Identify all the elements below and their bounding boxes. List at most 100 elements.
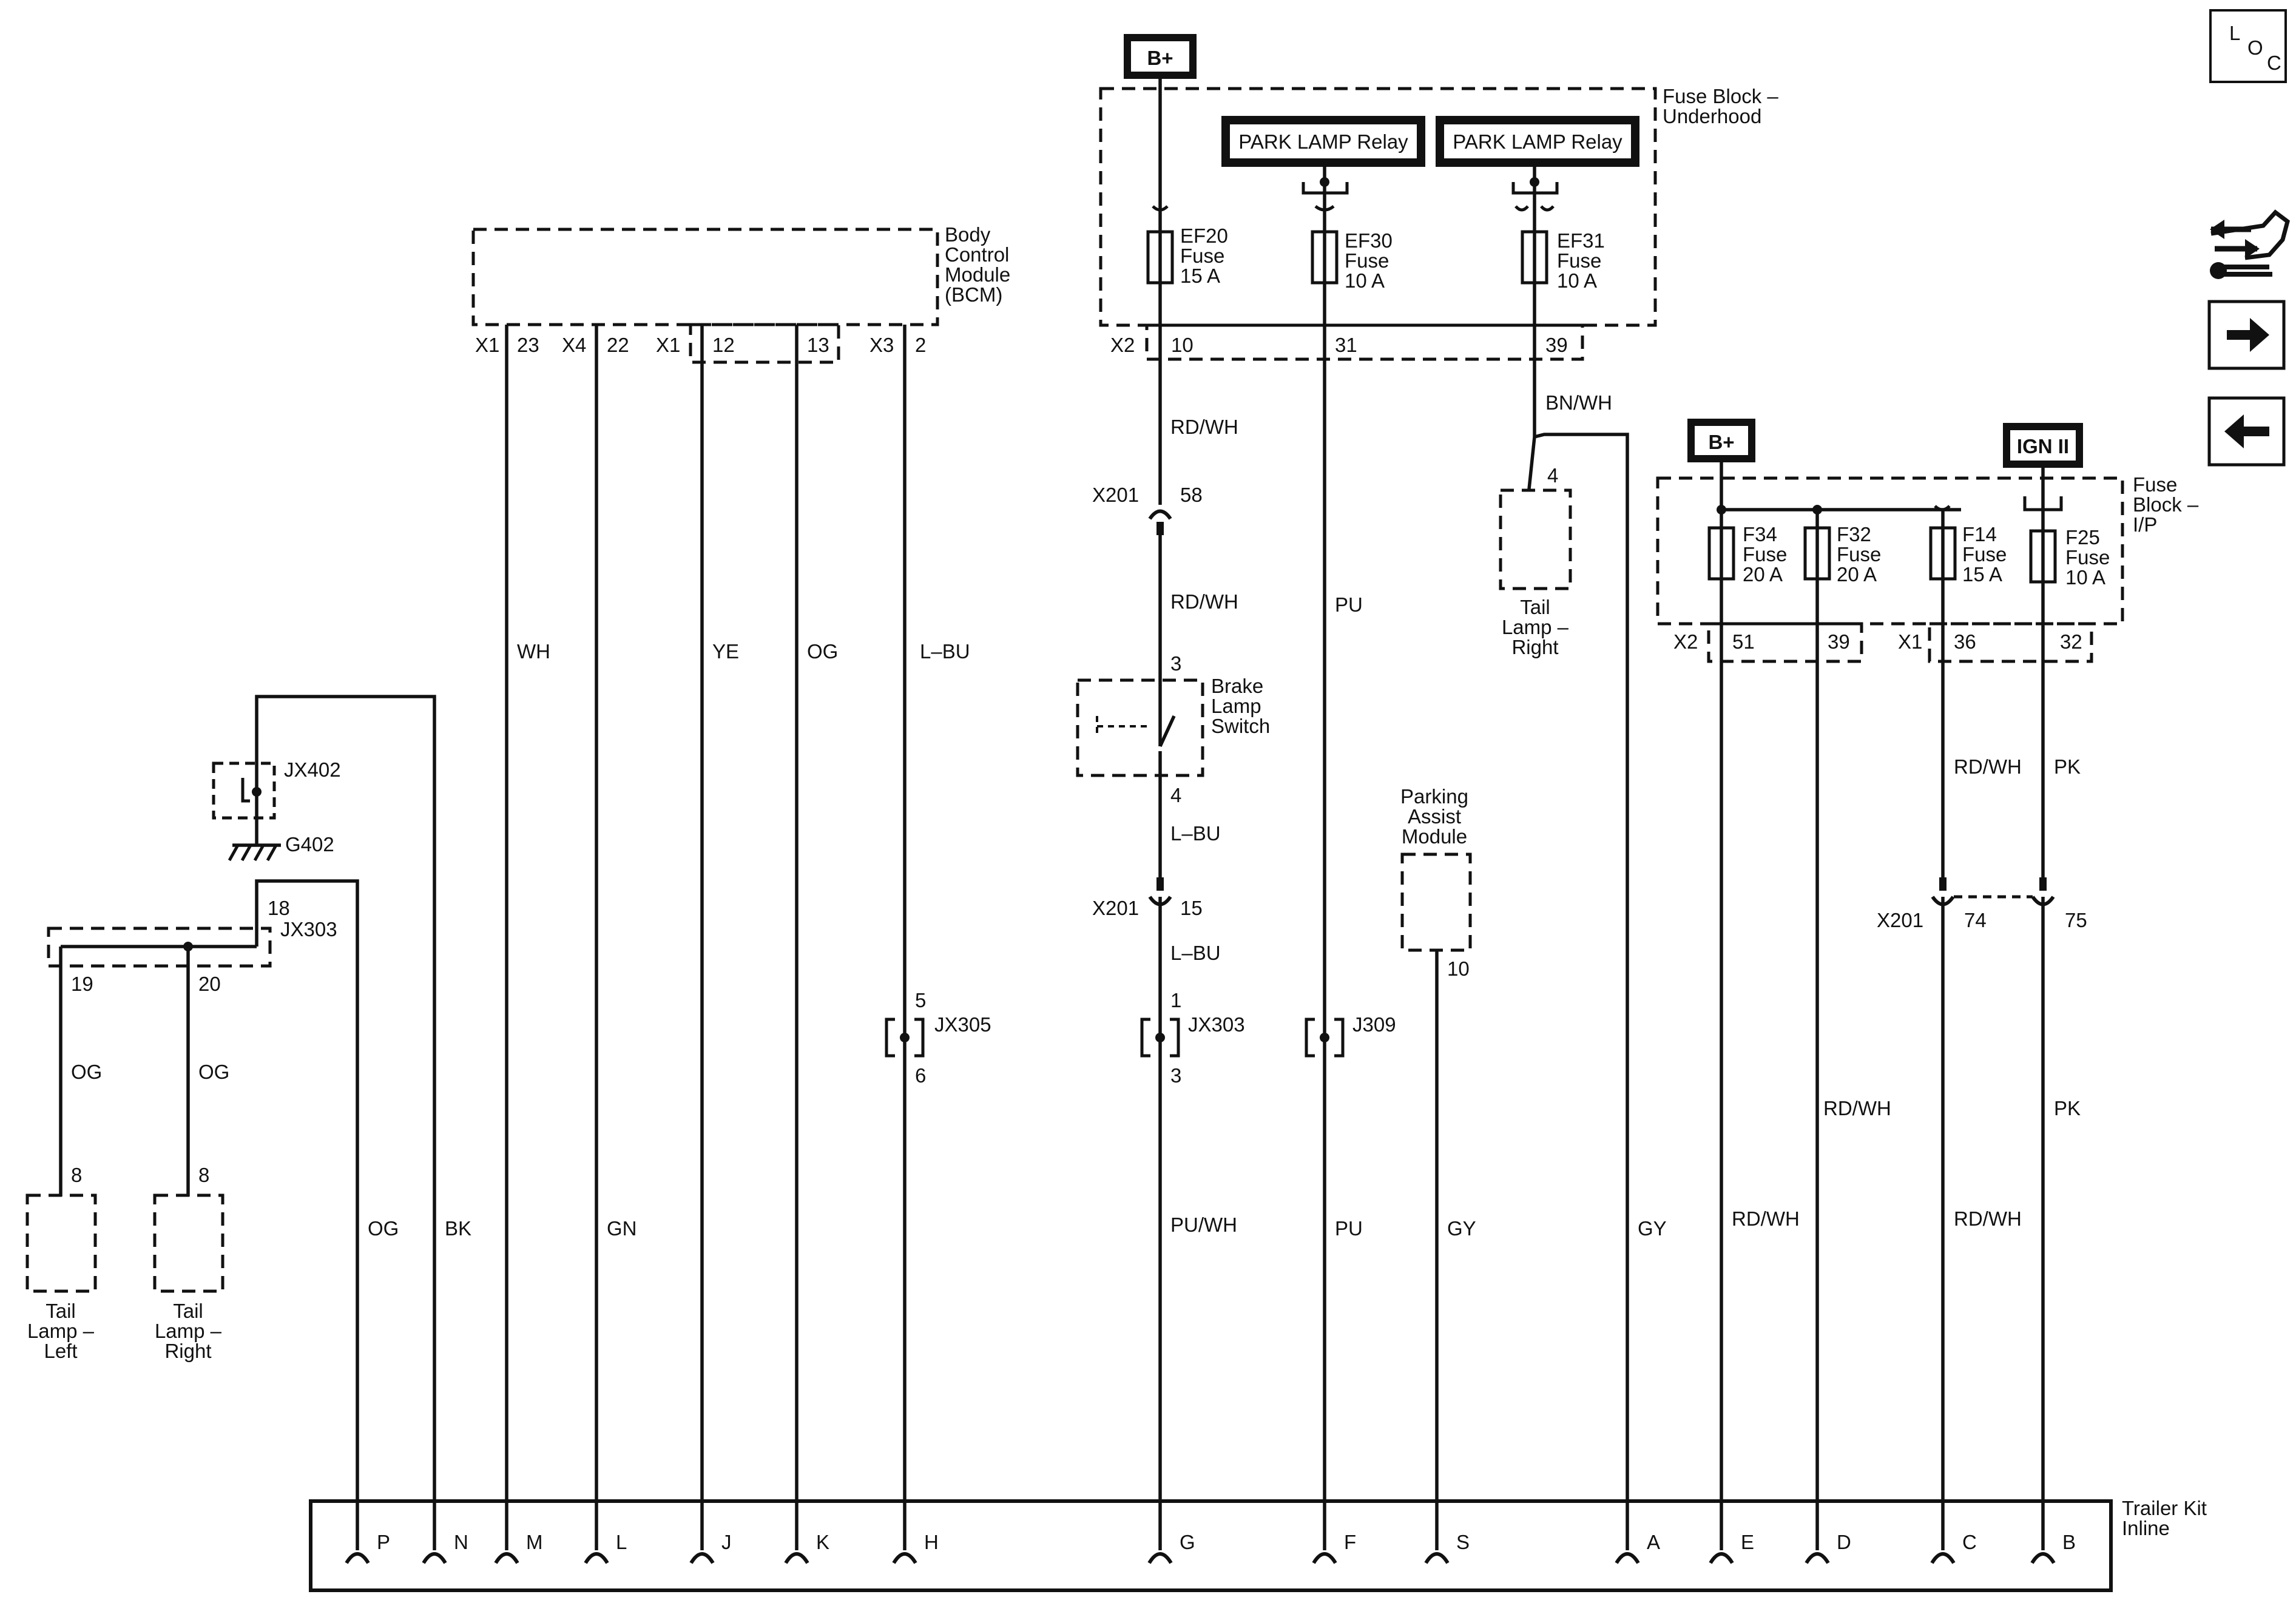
brake-lamp-switch: Brake Lamp Switch <box>1076 675 1270 777</box>
svg-text:PARK LAMP Relay: PARK LAMP Relay <box>1453 130 1622 153</box>
svg-text:X201: X201 <box>1092 897 1139 919</box>
svg-text:15 A: 15 A <box>1180 265 1220 287</box>
svg-text:EF30: EF30 <box>1345 229 1393 252</box>
svg-text:10 A: 10 A <box>2065 566 2105 589</box>
wire-pin-p <box>255 879 359 1550</box>
trailer-pin-label: E <box>1741 1531 1754 1553</box>
svg-text:Lamp –: Lamp – <box>1502 616 1569 638</box>
svg-text:F25: F25 <box>2065 526 2100 549</box>
svg-text:36: 36 <box>1954 630 1976 653</box>
svg-text:JX303: JX303 <box>1188 1013 1245 1036</box>
splice-dots <box>183 177 1822 1042</box>
trailer-pin-label: H <box>924 1531 939 1553</box>
svg-text:X1: X1 <box>1898 630 1922 653</box>
svg-text:2: 2 <box>915 334 926 356</box>
svg-text:13: 13 <box>807 334 829 356</box>
svg-text:4: 4 <box>1547 464 1558 487</box>
svg-text:Lamp –: Lamp – <box>27 1320 95 1342</box>
trailer-pin-l: L <box>584 1531 627 1564</box>
svg-text:4: 4 <box>1170 784 1181 806</box>
loc-icon[interactable]: L O C <box>2209 9 2287 83</box>
svg-text:B+: B+ <box>1147 47 1173 69</box>
svg-text:Tail: Tail <box>46 1300 76 1322</box>
svg-text:23: 23 <box>517 334 539 356</box>
trailer-pin-label: S <box>1456 1531 1470 1553</box>
parking-assist-module: Parking Assist Module <box>1400 785 1472 952</box>
svg-text:6: 6 <box>915 1064 926 1087</box>
svg-text:F34: F34 <box>1743 523 1777 545</box>
svg-text:Right: Right <box>1511 636 1558 658</box>
trailer-pin-s: S <box>1424 1531 1470 1564</box>
svg-text:L–BU: L–BU <box>1170 822 1221 845</box>
svg-text:Left: Left <box>44 1340 77 1362</box>
svg-text:RD/WH: RD/WH <box>1170 590 1238 613</box>
next-page-button[interactable] <box>2207 300 2286 370</box>
svg-text:Switch: Switch <box>1211 715 1270 737</box>
svg-text:5: 5 <box>915 989 926 1011</box>
trailer-pin-d: D <box>1805 1531 1851 1564</box>
trailer-pin-label: K <box>816 1531 829 1553</box>
svg-text:GY: GY <box>1638 1217 1667 1240</box>
svg-text:PU: PU <box>1335 1217 1363 1240</box>
svg-text:Fuse: Fuse <box>1180 245 1224 267</box>
fuse-f32: F32 Fuse 20 A <box>1803 523 1881 586</box>
ground-g402 <box>228 839 281 862</box>
svg-text:X3: X3 <box>869 334 894 356</box>
svg-text:GY: GY <box>1447 1217 1476 1240</box>
svg-text:75: 75 <box>2065 909 2087 931</box>
fuse-f34: F34 Fuse 20 A <box>1707 523 1787 586</box>
svg-text:Lamp –: Lamp – <box>155 1320 222 1342</box>
fuse-f14: F14 Fuse 15 A <box>1929 523 2007 586</box>
tail-lamp-right-top: Tail Lamp – Right <box>1499 488 1572 658</box>
trailer-pin-g: G <box>1147 1531 1195 1564</box>
component-view-icon[interactable] <box>2210 209 2290 279</box>
fuse-ef20: EF20 Fuse 15 A <box>1146 224 1228 287</box>
svg-text:JX303: JX303 <box>280 918 337 940</box>
svg-text:12: 12 <box>712 334 735 356</box>
svg-text:10: 10 <box>1171 334 1194 356</box>
svg-text:RD/WH: RD/WH <box>1732 1207 1800 1230</box>
previous-page-button[interactable] <box>2207 396 2286 467</box>
svg-text:Right: Right <box>164 1340 211 1362</box>
svg-text:J309: J309 <box>1352 1013 1396 1036</box>
fuse-block-ip: Fuse Block – I/P <box>1656 473 2199 626</box>
svg-text:Underhood: Underhood <box>1663 105 1761 127</box>
svg-text:RD/WH: RD/WH <box>1823 1097 1891 1119</box>
svg-text:32: 32 <box>2060 630 2082 653</box>
trailer-pin-m: M <box>494 1531 543 1564</box>
svg-text:PK: PK <box>2054 755 2081 778</box>
j309-splice <box>1305 1018 1345 1058</box>
trailer-pin-label: L <box>616 1531 627 1553</box>
trailer-pin-label: M <box>526 1531 543 1553</box>
b-plus-ip-source: B+ <box>1687 419 1755 462</box>
fuse-block-underhood-connector <box>1145 323 1584 361</box>
trailer-pin-label: D <box>1837 1531 1851 1553</box>
svg-text:39: 39 <box>1828 630 1850 653</box>
svg-text:C: C <box>2267 52 2281 74</box>
fuse-ef30: EF30 Fuse 10 A <box>1311 229 1393 292</box>
trailer-pin-n: N <box>422 1531 468 1564</box>
svg-text:PU/WH: PU/WH <box>1170 1214 1237 1236</box>
body-control-module: Body Control Module (BCM) <box>471 223 1010 326</box>
jx402-splice <box>212 761 276 820</box>
svg-text:X1: X1 <box>475 334 499 356</box>
svg-text:GN: GN <box>607 1217 637 1240</box>
wire-pin-n <box>255 695 436 1550</box>
tail-lamp-right-bottom: Tail Lamp – Right <box>153 1193 225 1362</box>
svg-text:Inline: Inline <box>2122 1517 2170 1539</box>
svg-text:Fuse: Fuse <box>2133 473 2177 496</box>
svg-text:X201: X201 <box>1877 909 1923 931</box>
svg-text:PK: PK <box>2054 1097 2081 1119</box>
svg-text:OG: OG <box>71 1061 102 1083</box>
b-plus-top-source: B+ <box>1124 34 1197 79</box>
svg-text:EF31: EF31 <box>1557 229 1605 252</box>
trailer-pin-label: F <box>1344 1531 1356 1553</box>
svg-text:JX305: JX305 <box>934 1013 991 1036</box>
svg-text:IGN II: IGN II <box>2017 435 2069 457</box>
svg-text:3: 3 <box>1170 1064 1181 1087</box>
svg-text:RD/WH: RD/WH <box>1954 755 2022 778</box>
svg-text:Fuse: Fuse <box>1962 543 2007 565</box>
svg-text:Fuse: Fuse <box>2065 546 2110 569</box>
trailer-pin-label: J <box>721 1531 732 1553</box>
